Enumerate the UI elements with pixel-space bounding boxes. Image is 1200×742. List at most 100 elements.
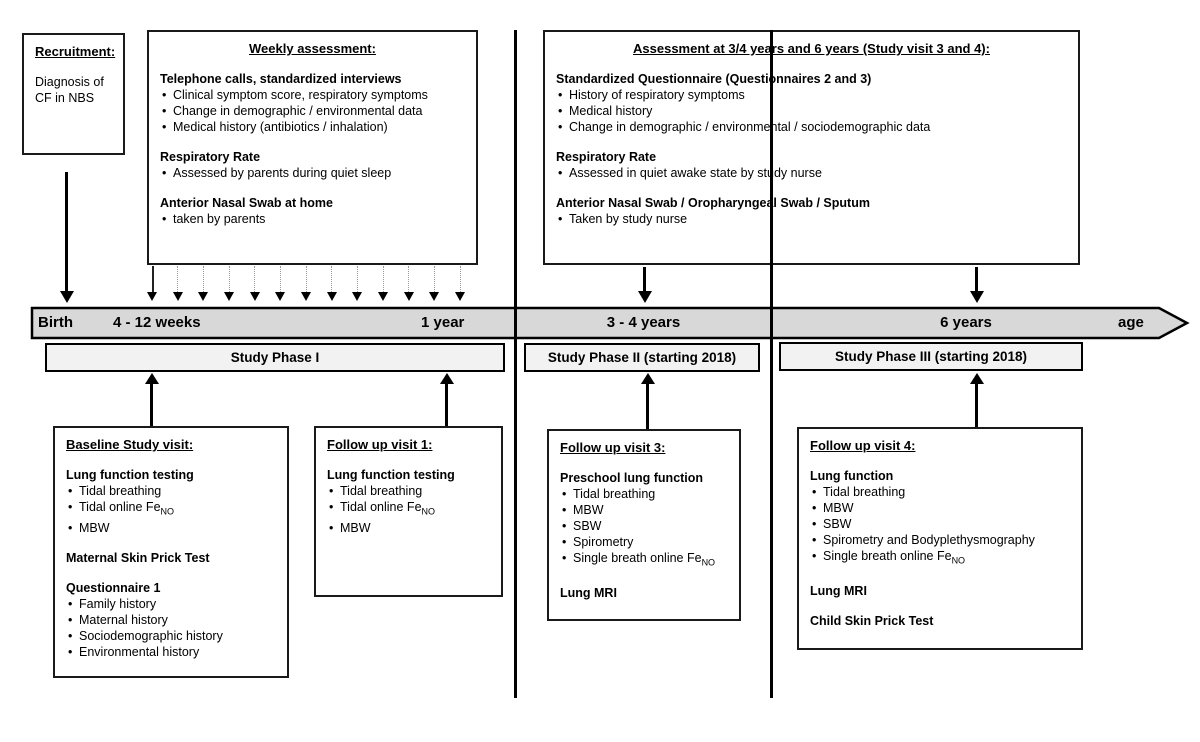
weekly-arrow-stem [151, 266, 154, 292]
timeline-bar-shape [30, 306, 1190, 340]
weekly-arrow-head-icon [198, 292, 209, 301]
section-heading: Lung function [810, 469, 894, 483]
follow-up-1-sections: Lung function testingTidal breathingTida… [327, 467, 490, 536]
follow-up-3-box: Follow up visit 3: Preschool lung functi… [547, 429, 741, 621]
bullet-item: SBW [560, 518, 728, 534]
bullet-item: Sociodemographic history [66, 628, 276, 644]
bullet-item: Medical history (antibiotics / inhalatio… [160, 119, 465, 135]
bullet-item: Medical history [556, 103, 1067, 119]
bullet-item: Spirometry and Bodyplethysmography [810, 532, 1070, 548]
weekly-arrow-stem [331, 266, 333, 292]
bullet-item: Single breath online FeNO [810, 548, 1070, 569]
timeline-label-3-4-years: 3 - 4 years [606, 314, 681, 331]
weekly-arrow-head-icon [301, 292, 311, 301]
bullet-item: Taken by study nurse [556, 211, 1067, 227]
follow-up-4-sections: Lung functionTidal breathingMBWSBWSpirom… [810, 468, 1070, 629]
arrow-baseline-stem [150, 383, 153, 426]
weekly-arrow-head-icon [224, 292, 234, 301]
weekly-arrow-head-icon [147, 292, 157, 301]
timeline-label-4-12-weeks: 4 - 12 weeks [113, 314, 201, 331]
weekly-arrow-head-icon [275, 292, 286, 301]
divider-line-phase2-phase3 [770, 30, 773, 698]
arrow-assessment-6-stem [975, 267, 978, 293]
weekly-assessment-box: Weekly assessment: Telephone calls, stan… [147, 30, 478, 265]
arrow-assessment-3-4-head-icon [638, 291, 652, 303]
arrow-fu4-stem [975, 383, 978, 427]
phase-1-bar: Study Phase I [45, 343, 505, 372]
arrow-fu1-stem [445, 383, 448, 426]
section-heading: Lung function testing [66, 468, 194, 482]
bullet-item: Single breath online FeNO [560, 550, 728, 571]
bullet-item: Tidal online FeNO [327, 499, 490, 520]
weekly-arrow-stem [177, 266, 179, 292]
weekly-arrow-head-icon [403, 292, 414, 301]
bullet-item: Tidal online FeNO [66, 499, 276, 520]
weekly-arrow-head-icon [326, 292, 337, 301]
weekly-arrow-stem [408, 266, 410, 292]
weekly-arrow-head-icon [455, 292, 465, 301]
timeline-label-birth: Birth [38, 314, 73, 331]
bullet-item: Maternal history [66, 612, 276, 628]
baseline-visit-sections: Lung function testingTidal breathingTida… [66, 467, 276, 660]
weekly-arrow-stem [279, 266, 281, 292]
section-heading: Standardized Questionnaire (Questionnair… [556, 72, 872, 86]
section-heading: Respiratory Rate [160, 150, 261, 164]
bullet-item: Tidal breathing [810, 484, 1070, 500]
weekly-arrow-head-icon [249, 292, 260, 301]
weekly-arrow-stem [305, 266, 307, 292]
timeline-arrow-bar [30, 306, 1190, 340]
bullet-item: Tidal breathing [327, 483, 490, 499]
bullet-item: SBW [810, 516, 1070, 532]
arrow-baseline-head-icon [145, 373, 159, 384]
arrow-fu3-stem [646, 383, 649, 429]
arrow-fu1-head-icon [440, 373, 454, 384]
follow-up-1-box: Follow up visit 1: Lung function testing… [314, 426, 503, 597]
arrow-recruitment-head-icon [60, 291, 74, 303]
bullet-item: Change in demographic / environmental da… [160, 103, 465, 119]
weekly-arrow-head-icon [352, 292, 363, 301]
section-heading: Lung MRI [560, 585, 617, 600]
follow-up-3-title: Follow up visit 3: [560, 440, 666, 455]
bullet-item: Change in demographic / environmental / … [556, 119, 1067, 135]
assessment-3-6-sections: Standardized Questionnaire (Questionnair… [556, 71, 1067, 227]
phase-2-bar: Study Phase II (starting 2018) [524, 343, 760, 372]
arrow-assessment-6-head-icon [970, 291, 984, 303]
phase-1-label: Study Phase I [230, 350, 320, 365]
bullet-item: Family history [66, 596, 276, 612]
bullet-item: Assessed in quiet awake state by study n… [556, 165, 1067, 181]
bullet-item: Clinical symptom score, respiratory symp… [160, 87, 465, 103]
section-heading: Anterior Nasal Swab / Oropharyngeal Swab… [556, 196, 870, 210]
section-heading: Lung MRI [810, 583, 867, 598]
timeline-label-6-years: 6 years [940, 314, 992, 331]
phase-2-label: Study Phase II (starting 2018) [547, 350, 737, 365]
weekly-assessment-sections: Telephone calls, standardized interviews… [160, 71, 465, 227]
weekly-arrow-stem [228, 266, 230, 292]
weekly-arrow-stem [382, 266, 384, 292]
arrow-fu3-head-icon [641, 373, 655, 384]
bullet-item: History of respiratory symptoms [556, 87, 1067, 103]
follow-up-1-title: Follow up visit 1: [327, 437, 433, 452]
bullet-item: MBW [560, 502, 728, 518]
recruitment-box: Recruitment: Diagnosis of CF in NBS [22, 33, 125, 155]
follow-up-4-title: Follow up visit 4: [810, 438, 916, 453]
weekly-arrow-head-icon [172, 292, 183, 301]
weekly-arrow-stem [356, 266, 358, 292]
section-heading: Anterior Nasal Swab at home [160, 196, 333, 210]
follow-up-4-box: Follow up visit 4: Lung functionTidal br… [797, 427, 1083, 650]
baseline-visit-title: Baseline Study visit: [66, 437, 194, 452]
arrow-fu4-head-icon [970, 373, 984, 384]
section-heading: Questionnaire 1 [66, 580, 161, 595]
section-heading: Telephone calls, standardized interviews [160, 72, 402, 86]
section-heading: Lung function testing [327, 468, 455, 482]
baseline-visit-box: Baseline Study visit: Lung function test… [53, 426, 289, 678]
timeline-label-age: age [1118, 314, 1144, 331]
section-heading: Respiratory Rate [556, 150, 657, 164]
assessment-3-6-title: Assessment at 3/4 years and 6 years (Stu… [633, 41, 990, 56]
weekly-arrow-head-icon [378, 292, 388, 301]
divider-line-phase1-phase2 [514, 30, 517, 698]
bullet-item: Tidal breathing [66, 483, 276, 499]
section-heading: Maternal Skin Prick Test [66, 550, 210, 565]
bullet-item: Spirometry [560, 534, 728, 550]
section-heading: Child Skin Prick Test [810, 613, 934, 628]
